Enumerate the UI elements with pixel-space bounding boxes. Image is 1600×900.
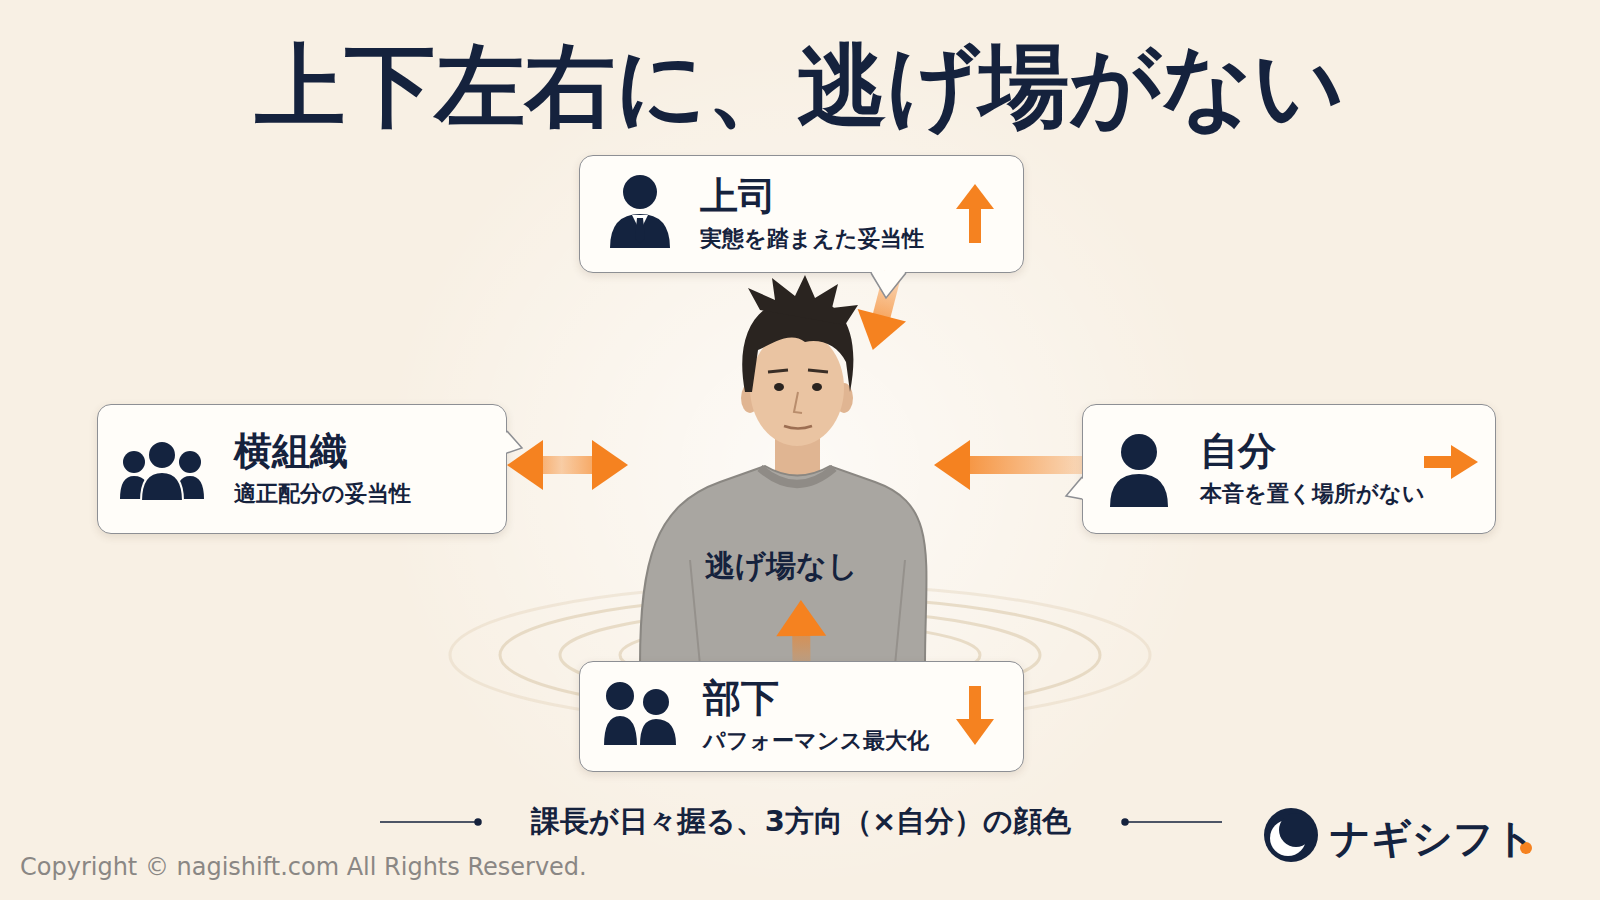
arrow-shaft — [881, 273, 893, 319]
arrow-head — [592, 440, 628, 490]
down-arrow-symbol — [956, 686, 994, 745]
arrow-head — [507, 440, 543, 490]
diagram-title: 上下左右に、逃げ場がない — [0, 36, 1600, 135]
brand-name: ナギシフト — [1330, 811, 1535, 866]
arrow-head — [934, 440, 970, 490]
person-figure: 逃げ場なし — [628, 350, 934, 600]
box-heading: 横組織 — [234, 430, 506, 474]
speech-tail — [1066, 477, 1084, 499]
subordinate-box: 部下パフォーマンス最大化 — [579, 661, 1024, 772]
self-box: 自分本音を置く場所がない — [1082, 404, 1496, 534]
box-heading: 部下 — [703, 677, 1023, 721]
team-icon — [603, 681, 676, 746]
connector-arrow — [776, 600, 826, 661]
arrow-head — [776, 600, 826, 636]
shirt-text: 逃げ場なし — [628, 546, 934, 587]
speech-tail — [505, 431, 522, 453]
self-icon — [1110, 434, 1168, 507]
copyright-note: Copyright © nagishift.com All Rights Res… — [20, 853, 587, 881]
right-arrow-symbol — [1424, 445, 1478, 479]
boss-icon — [610, 175, 670, 248]
group-icon — [120, 441, 204, 501]
arrow-head — [858, 309, 906, 350]
box-description: 本音を置く場所がない — [1200, 480, 1495, 509]
connector-arrow — [507, 440, 628, 490]
up-arrow-symbol — [956, 184, 994, 243]
connector-arrow — [858, 273, 906, 350]
connector-arrow — [934, 440, 1082, 490]
box-heading: 上司 — [700, 175, 1023, 219]
arrow-shaft — [966, 456, 1082, 474]
box-description: パフォーマンス最大化 — [703, 727, 1023, 756]
box-description: 適正配分の妥当性 — [234, 480, 506, 509]
box-heading: 自分 — [1200, 430, 1495, 474]
person-illustration — [640, 275, 926, 665]
arrow-shaft — [539, 456, 596, 474]
department-box: 横組織適正配分の妥当性 — [97, 404, 507, 534]
arrow-shaft — [792, 632, 810, 661]
boss-box: 上司実態を踏まえた妥当性 — [579, 155, 1024, 273]
speech-tail — [871, 271, 906, 298]
box-description: 実態を踏まえた妥当性 — [700, 225, 1023, 254]
